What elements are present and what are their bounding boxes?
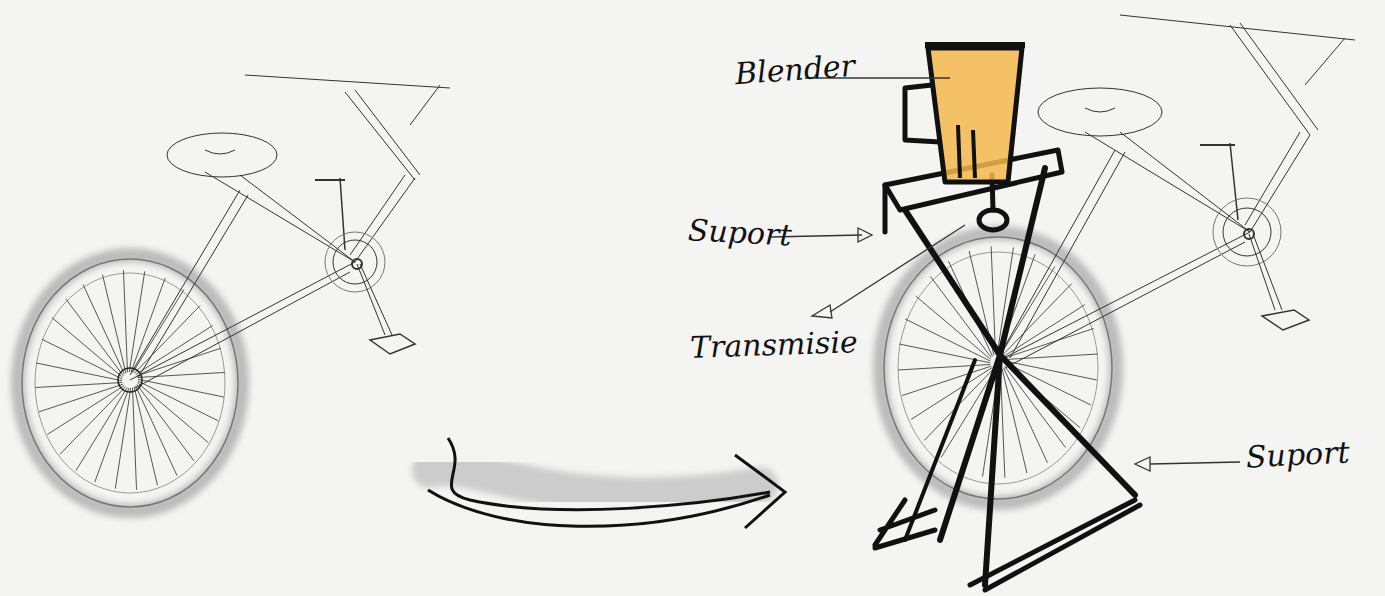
wheel-spoke <box>1004 305 1085 357</box>
bicycle-sketch <box>18 75 450 511</box>
wheel-spoke <box>902 366 991 395</box>
wheel-spoke <box>39 384 123 412</box>
wheel-spoke <box>95 388 129 482</box>
wheel-spoke <box>35 383 122 388</box>
wheel-spoke <box>123 270 127 372</box>
wheel-spoke <box>42 339 122 379</box>
wheel-spoke <box>1002 369 1027 473</box>
wheel-spoke <box>1006 354 1098 359</box>
wheel-spoke <box>47 386 124 435</box>
leader-lines <box>770 78 1240 471</box>
part-label: Suport <box>687 215 792 250</box>
wheel-spoke <box>138 379 224 397</box>
blender-jug <box>905 45 1025 182</box>
wheel-spoke <box>134 387 157 485</box>
part-label: Transmisie <box>690 327 859 363</box>
blender-bicycle-sketch <box>880 15 1355 503</box>
wheel-spoke <box>136 386 177 476</box>
part-label: Blender <box>734 51 856 89</box>
transform-arrow <box>428 438 785 528</box>
blender-stand <box>875 150 1140 590</box>
wheel-spoke <box>103 275 126 373</box>
wheel-spoke <box>1001 370 1005 478</box>
wheel-spoke <box>898 365 990 370</box>
wheel-spoke <box>133 388 137 490</box>
wheel-spoke <box>138 381 218 421</box>
wheel-spoke <box>1006 363 1091 405</box>
wheel-spoke <box>137 348 221 376</box>
part-label: Suport <box>1245 437 1350 472</box>
wheel-spoke <box>138 372 225 377</box>
wheel-spoke <box>83 284 124 374</box>
